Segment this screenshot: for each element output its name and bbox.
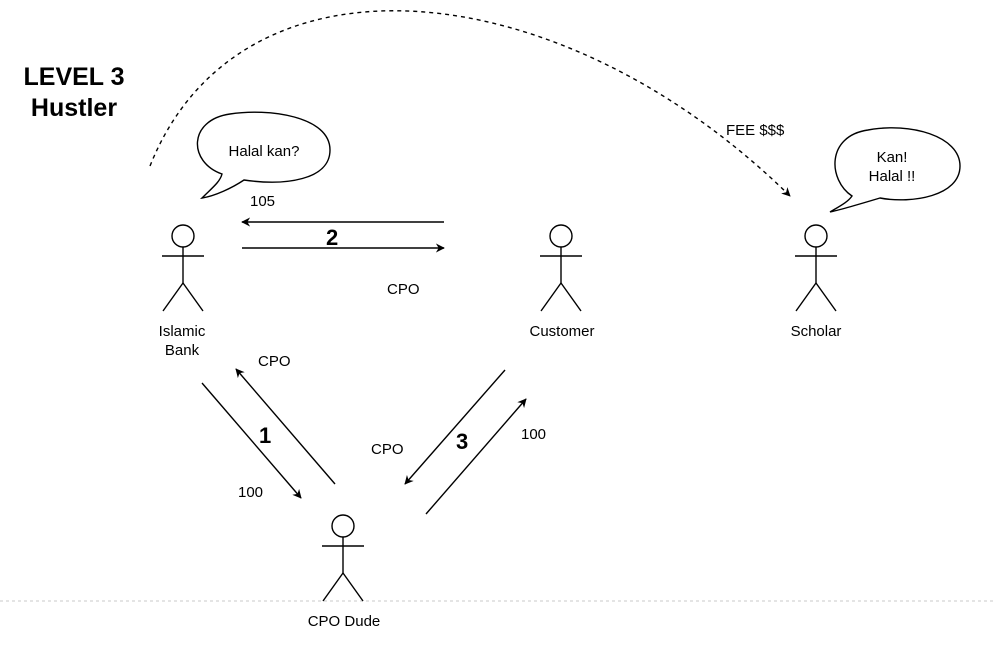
scholar-bubble-line-2: Halal !! (868, 168, 916, 185)
step1-amount-label: 100 (238, 484, 264, 501)
step2-goods-label: CPO (387, 281, 420, 298)
actor-customer-label: Customer (529, 323, 595, 340)
scholar-bubble-line-1: Kan! (876, 149, 908, 166)
actor-scholar-label: Scholar (790, 323, 842, 340)
scholar-bubble-text: Kan! Halal !! (836, 148, 948, 186)
title-line-2: Hustler (30, 94, 118, 122)
step2-number: 2 (326, 225, 339, 250)
actor-islamic-bank-icon[interactable] (162, 224, 204, 312)
step3-amount-label: 100 (521, 426, 547, 443)
actor-scholar-icon[interactable] (795, 224, 837, 312)
fee-label: FEE $$$ (726, 122, 785, 139)
arrow-bank-to-cpo-dude-100[interactable] (201, 382, 302, 499)
actor-cpo-dude-label: CPO Dude (307, 613, 381, 630)
page-title: LEVEL 3 Hustler (4, 62, 144, 124)
step1-goods-label: CPO (258, 353, 291, 370)
arrow-cpo-dude-to-customer-100[interactable] (425, 398, 527, 515)
bank-bubble-text: Halal kan? (228, 143, 300, 160)
arrow-customer-to-cpo-dude-cpo[interactable] (404, 369, 506, 485)
bank-speech-bubble (196, 111, 331, 200)
step1-number: 1 (259, 423, 272, 448)
islamic-bank-line-1: Islamic (158, 323, 206, 340)
actor-islamic-bank-label: Islamic Bank (122, 322, 242, 360)
arrow-cpo-dude-to-bank-cpo[interactable] (235, 368, 336, 485)
step3-number: 3 (456, 429, 469, 454)
actor-customer-icon[interactable] (540, 224, 582, 312)
fee-arc-arrow[interactable] (149, 10, 791, 197)
step3-goods-label: CPO (371, 441, 404, 458)
islamic-bank-line-2: Bank (164, 342, 200, 359)
step2-amount-label: 105 (250, 193, 276, 210)
scholar-speech-bubble (829, 127, 961, 213)
title-line-1: LEVEL 3 (23, 63, 125, 91)
actor-cpo-dude-icon[interactable] (322, 514, 364, 602)
